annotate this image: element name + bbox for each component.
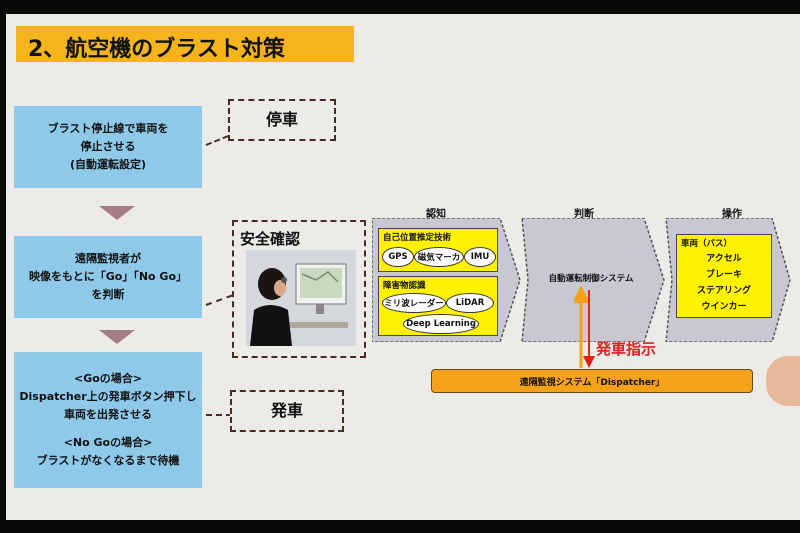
step-judge-line: を判断: [91, 288, 125, 301]
down-arrow-1: [99, 206, 135, 220]
localization-box: 自己位置推定技術 GPS 磁気マーカ IMU: [378, 228, 498, 272]
control-item: ブレーキ: [705, 270, 742, 280]
step-stop-line: 停止させる: [80, 140, 136, 153]
judgment-chevron: [521, 218, 665, 342]
dispatcher-bar: 遠隔監視システム「Dispatcher」: [431, 369, 753, 393]
gps-pill: GPS: [382, 247, 414, 267]
step-judge-line: 遠隔監視者が: [75, 252, 141, 265]
step-depart: <Goの場合> Dispatcher上の発車ボタン押下し 車両を出発させる <N…: [14, 352, 202, 488]
operation-label: 操作: [722, 209, 742, 220]
step-depart-spacer: [14, 424, 202, 434]
imu-pill: IMU: [464, 247, 496, 267]
title-bar: 2、航空機のブラスト対策: [16, 26, 354, 62]
callout-tail-stop: [205, 135, 229, 146]
step-stop-line: ブラスト停止線で車両を: [47, 122, 169, 135]
presenter-hand: [766, 356, 800, 406]
callout-depart: 発車: [230, 390, 344, 432]
step-depart-line: <No Goの場合>: [63, 436, 153, 449]
recognition-label: 認知: [426, 209, 446, 220]
step-judge: 遠隔監視者が 映像をもとに「Go」「No Go」 を判断: [14, 236, 202, 318]
slide-title: 2、航空機のブラスト対策: [28, 37, 285, 62]
operator-photo: [246, 250, 356, 346]
step-depart-line: ブラストがなくなるまで待機: [36, 454, 180, 467]
localization-title: 自己位置推定技術: [383, 233, 452, 243]
dispatch-arrows: [574, 286, 595, 368]
magnetic-marker-pill: 磁気マーカ: [414, 247, 464, 267]
vehicle-title: 車両（バス）: [681, 239, 733, 249]
step-depart-line: Dispatcher上の発車ボタン押下し: [19, 390, 197, 403]
operator-photo-illustration: [246, 250, 356, 346]
step-stop: ブラスト停止線で車両を 停止させる (自動運転設定): [14, 106, 202, 188]
lidar-pill: LiDAR: [446, 293, 494, 313]
step-depart-line: <Goの場合>: [73, 372, 143, 385]
obstacle-title: 障害物認識: [383, 281, 426, 291]
control-item: アクセル: [706, 254, 742, 264]
vehicle-box: 車両（バス） アクセル ブレーキ ステアリング ウインカー: [676, 234, 772, 318]
step-stop-line: (自動運転設定): [69, 158, 147, 171]
step-judge-line: 映像をもとに「Go」「No Go」: [28, 270, 188, 283]
down-arrow-2: [99, 330, 135, 344]
control-item: ステアリング: [696, 286, 751, 296]
radar-pill: ミリ波レーダー: [382, 293, 446, 313]
slide: 2、航空機のブラスト対策 ブラスト停止線で車両を 停止させる (自動運転設定) …: [6, 14, 800, 520]
control-item: ウインカー: [701, 302, 747, 312]
deep-learning-pill: Deep Learning: [403, 314, 479, 334]
callout-stop: 停車: [228, 99, 336, 141]
departure-instruction: 発車指示: [596, 340, 657, 358]
safety-label: 安全確認: [240, 230, 301, 248]
step-depart-line: 車両を出発させる: [64, 408, 152, 421]
callout-tail-depart: [206, 414, 232, 416]
control-system-label: 自動運転制御システム: [548, 274, 634, 284]
obstacle-box: 障害物認識 ミリ波レーダー LiDAR Deep Learning: [378, 276, 498, 336]
judgment-label: 判断: [574, 209, 594, 220]
callout-tail-safety: [205, 294, 233, 306]
vehicle-controls: アクセル ブレーキ ステアリング ウインカー: [677, 251, 771, 315]
